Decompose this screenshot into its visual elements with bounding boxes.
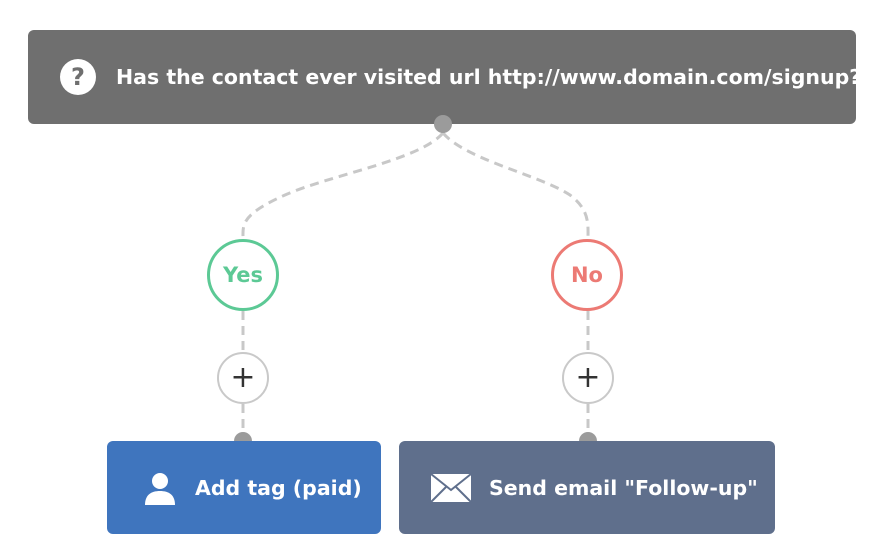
condition-node[interactable] [28,30,856,124]
condition-text: Has the contact ever visited url http://… [116,65,862,89]
plus-icon: + [230,360,256,395]
branch-no[interactable]: No [551,239,623,311]
action-send-email-label: Send email "Follow-up" [489,475,758,500]
plus-icon: + [575,360,601,395]
action-add-tag[interactable]: Add tag (paid) [107,441,381,534]
user-icon [141,469,179,507]
envelope-icon [429,472,473,504]
connector-condition-to-no [441,132,590,240]
add-step-button-yes[interactable]: + [217,352,269,404]
action-add-tag-label: Add tag (paid) [195,475,362,500]
condition-output-dot[interactable] [434,115,452,133]
branch-yes[interactable]: Yes [207,239,279,311]
connector-condition-to-yes [241,131,445,240]
question-circle-icon: ? [60,59,96,95]
add-step-button-no[interactable]: + [562,352,614,404]
action-send-email[interactable]: Send email "Follow-up" [399,441,775,534]
